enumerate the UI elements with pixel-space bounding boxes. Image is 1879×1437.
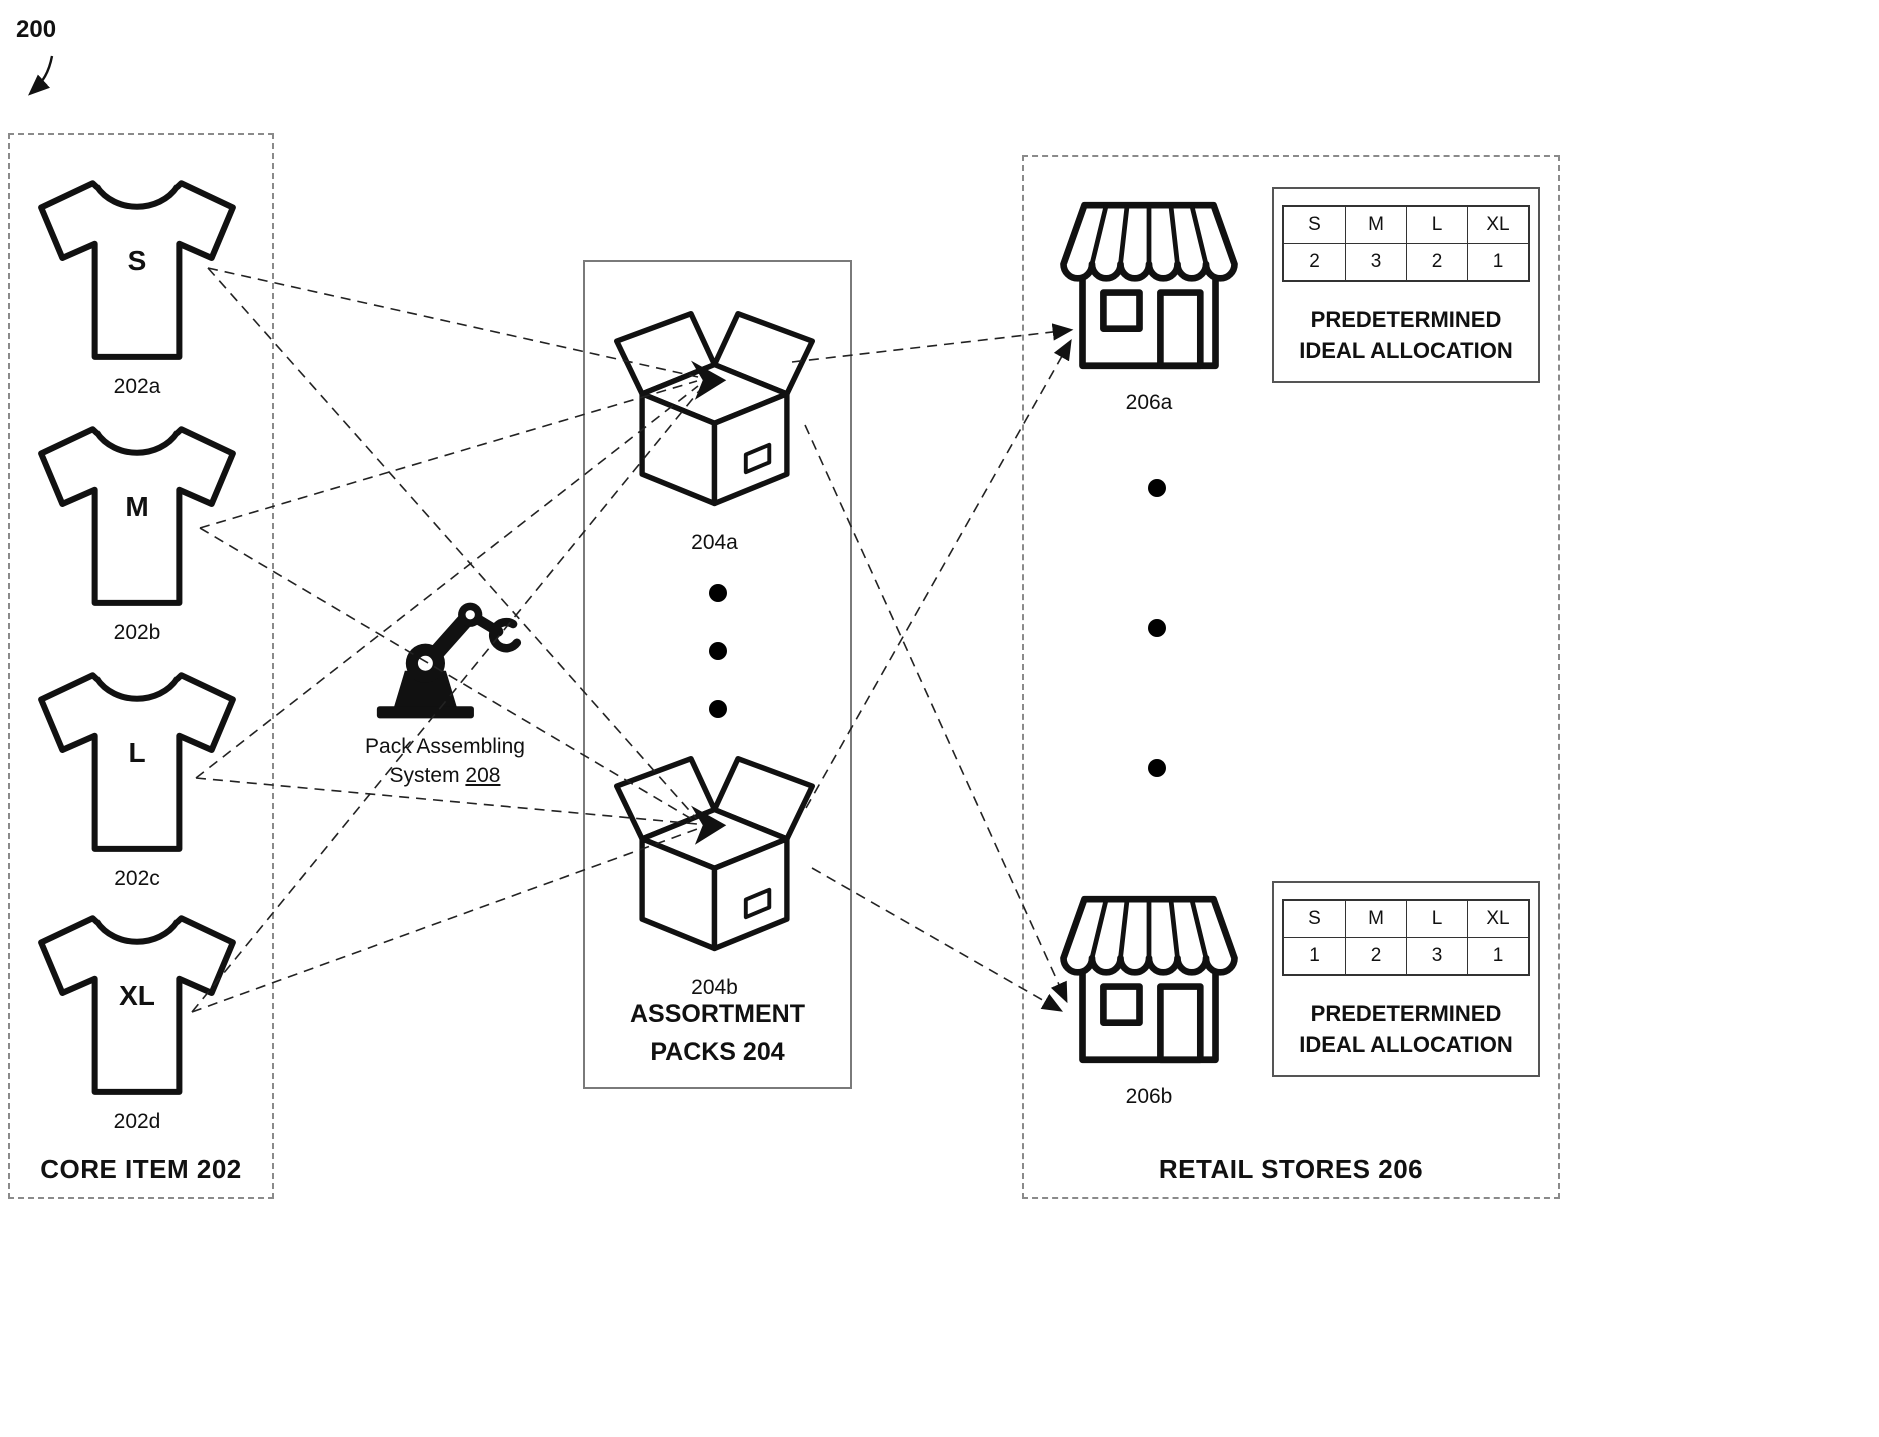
allocation-table-206a: S M L XL 2 3 2 1 PREDETERMINED IDEAL ALL… <box>1272 187 1540 383</box>
shirt-ref-label: 202b <box>113 621 161 644</box>
dot <box>708 642 727 660</box>
allocation-header-cell: S <box>1308 908 1321 929</box>
allocation-header-cell: M <box>1345 901 1406 937</box>
assortment-pack-204b: 204b <box>597 745 832 1000</box>
allocation-value-cell: 1 <box>1467 937 1528 974</box>
shirt-ref-label: 202a <box>113 375 161 398</box>
into-box-arrow-icon <box>691 360 727 400</box>
allocation-header-cell: M <box>1345 207 1406 243</box>
assortment-packs-title: ASSORTMENT PACKS 204 <box>630 1000 805 1066</box>
retail-stores-title: RETAIL STORES 206 <box>1158 1154 1424 1184</box>
allocation-header-cell: S <box>1308 214 1321 235</box>
allocation-header-cell: XL <box>1467 207 1528 243</box>
allocation-value-cell: 2 <box>1406 243 1467 280</box>
allocation-header-cell: L <box>1406 207 1467 243</box>
open-box-icon <box>613 311 816 507</box>
dot <box>708 700 727 718</box>
pack-assembling-system: Pack Assembling System 208 <box>330 583 560 791</box>
assortment-packs-panel: 204a 204b ASSORTMENT PACKS 204 <box>583 260 852 1089</box>
store-ref-label: 206a <box>1125 391 1173 414</box>
allocation-caption: PREDETERMINED IDEAL ALLOCATION <box>1299 307 1513 364</box>
allocation-caption: PREDETERMINED IDEAL ALLOCATION <box>1299 1001 1513 1058</box>
allocation-header-cell: XL <box>1467 901 1528 937</box>
shirt-size-label: M <box>125 491 149 522</box>
core-items-title: CORE ITEM 202 <box>40 1154 242 1184</box>
retail-store-206a: 206a <box>1054 185 1244 415</box>
pack-assembler-label: Pack Assembling System 208 <box>365 735 525 788</box>
shirt-size-label: L <box>128 737 146 768</box>
figure-ref-arrow <box>28 55 54 96</box>
core-item-202a: S 202a <box>26 157 248 399</box>
dot <box>708 584 727 602</box>
store-ref-label: 206b <box>1125 1085 1173 1108</box>
allocation-grid: S M L XL 1 2 3 1 <box>1282 899 1530 976</box>
allocation-value-cell: 2 <box>1284 243 1345 280</box>
assembler-ref: 208 <box>465 764 501 788</box>
tshirt-icon <box>38 672 236 852</box>
store-icon <box>1060 895 1238 1064</box>
shirt-ref-label: 202d <box>113 1110 161 1133</box>
open-box-icon <box>613 756 816 952</box>
allocation-value-cell: 1 <box>1284 937 1345 974</box>
core-item-202c: L 202c <box>26 649 248 891</box>
allocation-grid: S M L XL 2 3 2 1 <box>1282 205 1530 282</box>
allocation-value-cell: 3 <box>1406 937 1467 974</box>
core-items-panel: S 202a M 202b L 202c XL 202d <box>8 133 274 1199</box>
ellipsis-dots <box>585 584 850 718</box>
allocation-value-cell: 3 <box>1345 243 1406 280</box>
box-ref-label: 204b <box>691 976 738 999</box>
allocation-header-cell: L <box>1406 901 1467 937</box>
shirt-ref-label: 202c <box>114 867 160 890</box>
shirt-size-label: S <box>127 245 147 276</box>
box-ref-label: 204a <box>691 531 738 554</box>
core-item-202b: M 202b <box>26 403 248 645</box>
store-icon <box>1060 201 1238 370</box>
allocation-value-cell: 1 <box>1467 243 1528 280</box>
allocation-table-206b: S M L XL 1 2 3 1 PREDETERMINED IDEAL ALL… <box>1272 881 1540 1077</box>
figure-ref-label: 200 <box>16 16 57 43</box>
dot <box>1148 619 1166 637</box>
core-item-202d: XL 202d <box>26 892 248 1134</box>
tshirt-icon <box>38 180 236 360</box>
tshirt-icon <box>38 426 236 606</box>
allocation-value-cell: 2 <box>1345 937 1406 974</box>
dot <box>1148 759 1166 777</box>
shirt-size-label: XL <box>119 980 155 1011</box>
tshirt-icon <box>38 915 236 1095</box>
retail-stores-panel: 206a S M L XL 2 3 2 1 PREDETERMINED IDEA… <box>1022 155 1560 1199</box>
dot <box>1148 479 1166 497</box>
ellipsis-dots <box>1117 479 1197 777</box>
assortment-pack-204a: 204a <box>597 300 832 555</box>
retail-store-206b: 206b <box>1054 879 1244 1109</box>
robot-arm-icon <box>376 602 522 719</box>
